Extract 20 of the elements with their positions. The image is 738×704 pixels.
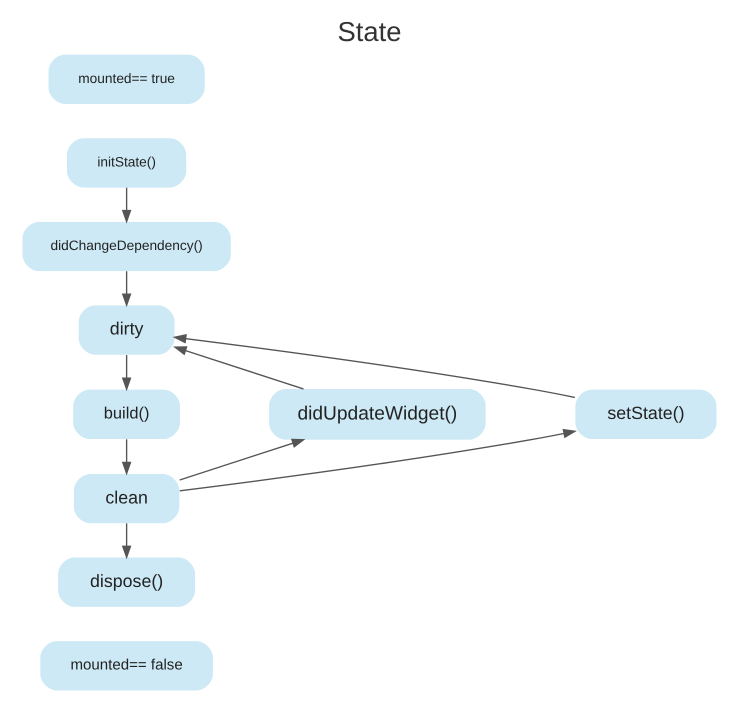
- node-box: build(): [72, 390, 180, 439]
- node-box: didChangeDependency(): [22, 222, 230, 272]
- node-box: dirty: [78, 305, 174, 355]
- node-box: initState(): [66, 138, 186, 188]
- arrow: [121, 355, 131, 392]
- arrow: [121, 439, 131, 476]
- arrow: [178, 438, 305, 481]
- arrow: [121, 271, 131, 308]
- node-box: clean: [73, 474, 179, 524]
- diagram-title: State: [337, 16, 401, 47]
- node-box: dispose(): [58, 558, 195, 607]
- arrow: [121, 188, 131, 224]
- arrow: [172, 334, 574, 398]
- arrow: [121, 523, 131, 560]
- arrow: [172, 346, 304, 390]
- node-box: mounted== false: [40, 641, 212, 690]
- node-box: mounted== true: [48, 54, 204, 104]
- node-box: setState(): [574, 390, 716, 439]
- node-box: didUpdateWidget(): [268, 389, 486, 440]
- arrow: [179, 428, 576, 492]
